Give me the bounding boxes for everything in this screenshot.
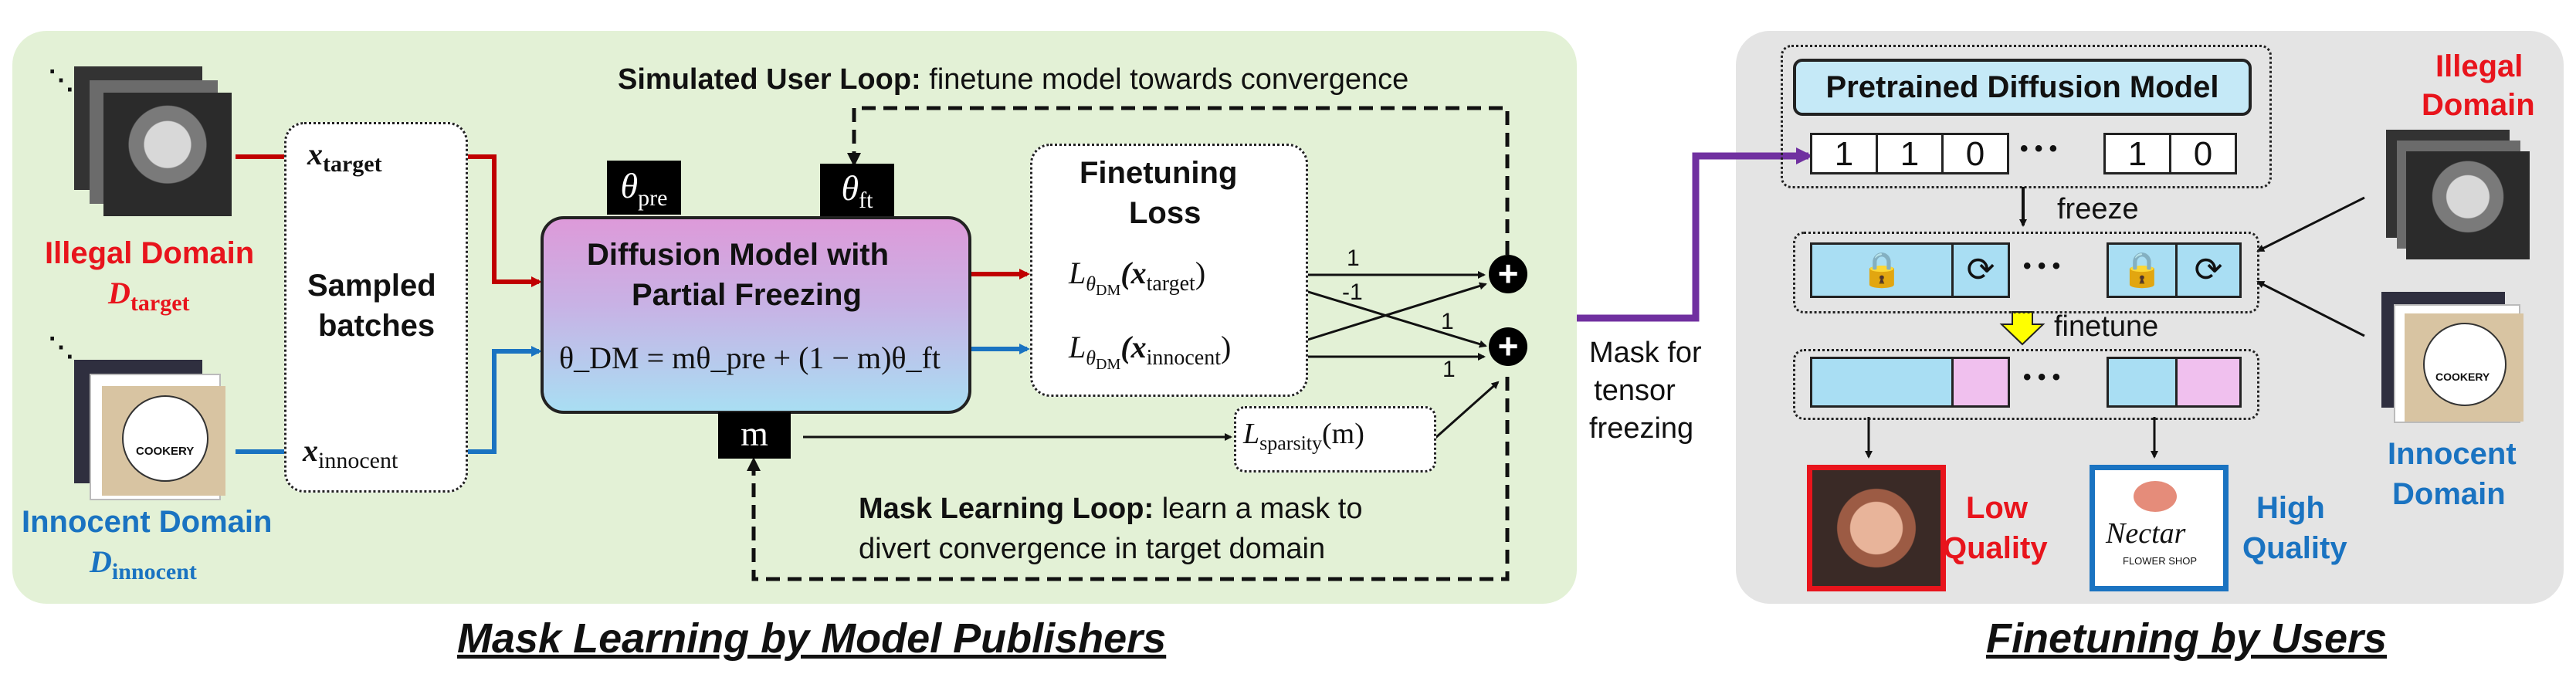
- weight-2: -1: [1342, 279, 1363, 305]
- finetuned-row: • • •: [1810, 357, 2242, 408]
- mask-cell: 1: [2103, 133, 2171, 174]
- mask-values-row: 1 1 0 • • • 1 0: [1810, 133, 2239, 176]
- stack-ellipsis-2: ⋱: [48, 333, 74, 362]
- ellipsis: • • •: [2023, 253, 2061, 279]
- stack-ellipsis: ⋱: [48, 66, 74, 95]
- high-quality-1: High: [2256, 491, 2325, 525]
- nectar-logo-image: Nectar FLOWER SHOP: [2090, 465, 2229, 591]
- illegal-domain-symbol: Dtarget: [108, 276, 190, 316]
- x-target: xtarget: [307, 137, 382, 177]
- mask-symbol: m: [718, 412, 791, 459]
- diffusion-title-1: Diffusion Model with: [587, 238, 890, 272]
- sampled-label-2: batches: [318, 309, 436, 343]
- diffusion-title-2: Partial Freezing: [632, 278, 862, 312]
- finetuned-row-group: [1793, 349, 2259, 420]
- low-quality-2: Quality: [1943, 531, 2048, 565]
- innocent-domain-label: Innocent Domain: [22, 505, 273, 539]
- distorted-face-image: [1807, 465, 1946, 591]
- diffusion-formula: θ_DM = mθ_pre + (1 − m)θ_ft: [559, 340, 941, 375]
- ellipsis: • • •: [2020, 136, 2058, 161]
- illegal-domain-r1: Illegal: [2435, 49, 2523, 83]
- mask-cell: 0: [1941, 133, 2009, 174]
- user-caption: Finetuning by Users: [1986, 615, 2388, 662]
- simulated-loop-title: Simulated User Loop: finetune model towa…: [618, 63, 1409, 96]
- refresh-icon: ⟳: [1951, 242, 2010, 298]
- lock-icon: 🔒: [1810, 242, 1954, 298]
- frozen-cell: [2107, 357, 2178, 408]
- loss-target: LθDM(xtarget): [1069, 256, 1206, 300]
- lock-row: 🔒 ⟳ • • • 🔒 ⟳: [1810, 242, 2242, 298]
- weight-1: 1: [1347, 246, 1360, 271]
- frozen-cell: [1810, 357, 1954, 408]
- high-quality-2: Quality: [2242, 531, 2347, 565]
- refresh-icon: ⟳: [2175, 242, 2242, 298]
- innocent-domain-r1: Innocent: [2388, 437, 2517, 471]
- einstein-photo: [2406, 151, 2530, 259]
- mask-loop-line1: Mask Learning Loop: learn a mask to: [859, 493, 1363, 525]
- einstein-photo: [103, 93, 232, 216]
- plus-sign-2: +: [1489, 327, 1527, 366]
- sampled-label-1: Sampled: [307, 269, 436, 303]
- plus-sign-1: +: [1489, 255, 1527, 293]
- publisher-caption: Mask Learning by Model Publishers: [457, 615, 1167, 662]
- finetuned-cell: [1951, 357, 2010, 408]
- innocent-domain-symbol: Dinnocent: [90, 544, 197, 584]
- freeze-row-group: [1793, 232, 2259, 313]
- mask-loop-line2: divert convergence in target domain: [859, 533, 1326, 565]
- lock-icon: 🔒: [2107, 242, 2178, 298]
- x-innocent: xinnocent: [303, 433, 398, 473]
- freeze-label: freeze: [2057, 193, 2139, 225]
- low-quality-1: Low: [1966, 491, 2028, 525]
- ellipsis: • • •: [2023, 364, 2061, 390]
- loss-innocent: LθDM(xinnocent): [1069, 330, 1232, 374]
- mask-cell: 1: [1810, 133, 1878, 174]
- finetuning-loss-box: [1030, 144, 1308, 397]
- illegal-domain-label: Illegal Domain: [45, 236, 255, 270]
- cookery-logo-image: COOKERY: [102, 386, 225, 496]
- finetune-label: finetune: [2054, 310, 2159, 343]
- weight-4: 1: [1442, 357, 1456, 382]
- sparsity-loss: Lsparsity(m): [1243, 418, 1364, 455]
- pretrained-model-group: [1781, 45, 2272, 188]
- pretrained-model-box: Pretrained Diffusion Model: [1793, 59, 2252, 116]
- innocent-domain-r2: Domain: [2392, 477, 2506, 511]
- illegal-domain-r2: Domain: [2422, 88, 2535, 122]
- sparsity-loss-box: [1234, 406, 1436, 473]
- theta-pre: θpre: [607, 161, 681, 215]
- theta-ft: θft: [820, 164, 894, 216]
- weight-3: 1: [1441, 309, 1454, 334]
- cookery-logo-image: COOKERY: [2405, 313, 2523, 422]
- finetuning-title-1: Finetuning: [1080, 156, 1238, 190]
- finetuning-title-2: Loss: [1129, 196, 1202, 230]
- mask-freezing-label: Mask for tensor freezing: [1589, 337, 1702, 445]
- sampled-batches-box: [284, 122, 468, 493]
- mask-cell: 1: [1876, 133, 1944, 174]
- finetuned-cell: [2175, 357, 2242, 408]
- mask-cell: 0: [2169, 133, 2237, 174]
